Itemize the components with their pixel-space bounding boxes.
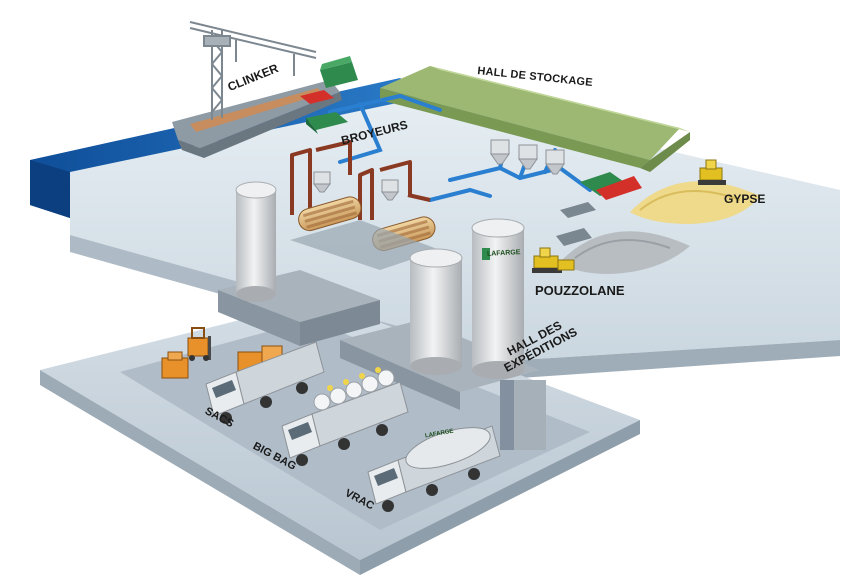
pouzzolane-pile xyxy=(556,228,690,274)
truck-icon xyxy=(281,381,409,466)
clinker-hopper xyxy=(300,90,348,134)
bulldozer-icon xyxy=(532,247,575,273)
conveyor-pipes-brown xyxy=(290,140,431,220)
silo-icon xyxy=(471,218,525,379)
gypse-pile xyxy=(560,172,760,224)
storage-hall xyxy=(380,66,690,172)
mill-icon xyxy=(290,196,440,270)
silo-icon xyxy=(235,181,277,302)
truck-icon xyxy=(367,425,501,512)
gypse-label: GYPSE xyxy=(724,192,766,206)
crane-icon xyxy=(189,21,317,120)
truck-icon xyxy=(205,341,325,424)
pouzzolane-label: POUZZOLANE xyxy=(535,283,625,298)
ship-icon xyxy=(172,56,358,158)
bulldozer-icon xyxy=(698,159,726,185)
big-bags xyxy=(313,367,395,411)
forklift-icon xyxy=(187,327,211,361)
silo-icon xyxy=(409,248,463,375)
hopper-icon xyxy=(313,139,565,201)
